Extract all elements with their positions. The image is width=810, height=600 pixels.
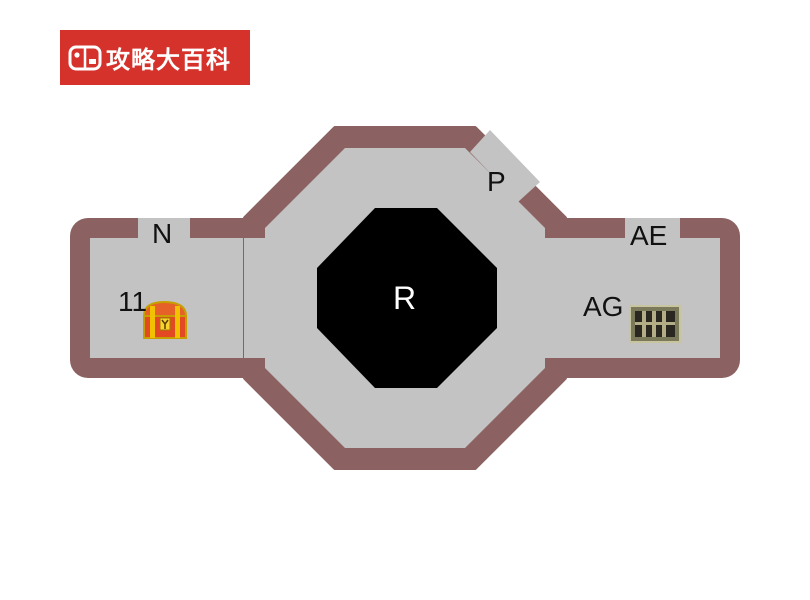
- barred-door-icon[interactable]: [629, 305, 681, 343]
- brand-name: 攻略大百科: [106, 46, 231, 74]
- central-void: [317, 208, 497, 388]
- center-label: R: [393, 280, 417, 316]
- gamepad-icon: [68, 45, 102, 70]
- north-east-door-label: P: [487, 166, 506, 197]
- west-room-floor: [90, 238, 245, 358]
- cell-label: AG: [583, 291, 624, 322]
- east-passage: [543, 238, 567, 358]
- west-passage: [244, 238, 268, 358]
- east-door-label: AE: [630, 220, 668, 251]
- east-door-gap: [625, 218, 680, 240]
- north-east-door-gap: [470, 130, 540, 202]
- west-door-label: N: [152, 218, 173, 249]
- chest-label: 11: [118, 286, 148, 317]
- site-logo[interactable]: 攻略大百科: [60, 30, 250, 85]
- west-door-gap: [138, 218, 190, 240]
- treasure-chest-icon[interactable]: [142, 300, 188, 339]
